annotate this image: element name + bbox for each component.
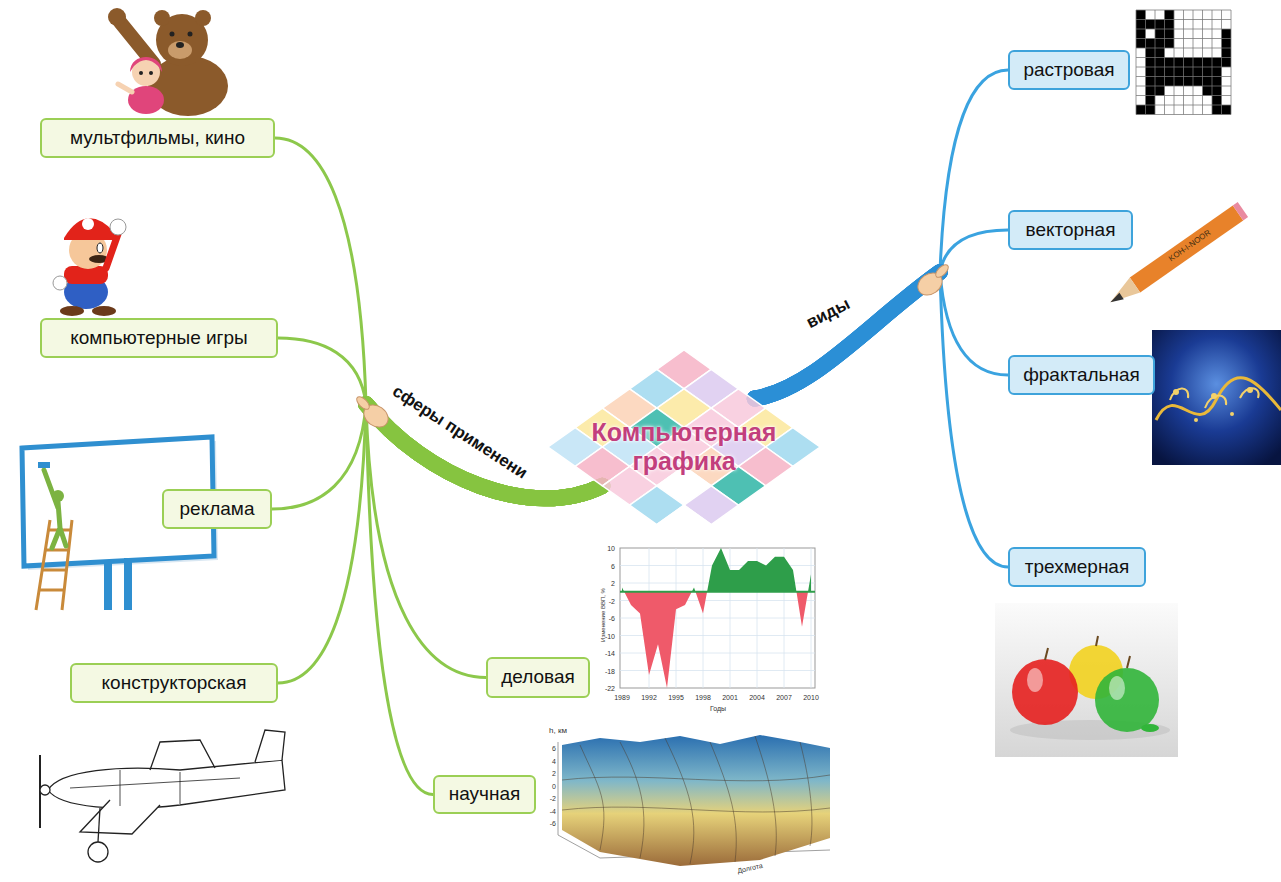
pixel-cat xyxy=(1136,10,1231,115)
chart-label: 6 xyxy=(611,562,615,569)
branch-connector xyxy=(755,230,1008,399)
branch-topic: растровая xyxy=(1008,50,1130,90)
branch-line xyxy=(940,272,1008,567)
branch-trunk xyxy=(755,272,940,399)
branch-connector xyxy=(755,272,1008,567)
branch-line xyxy=(940,70,1008,272)
branch-line xyxy=(278,404,366,683)
chart-label: 10 xyxy=(607,545,615,552)
branch-label: сферы применени xyxy=(390,382,531,482)
chart-label: 2 xyxy=(611,580,615,587)
branch-topic: деловая xyxy=(486,657,590,698)
branch-topic: компьютерные игры xyxy=(40,318,278,358)
topic-text: деловая xyxy=(501,666,575,689)
chart-label: -6 xyxy=(609,615,615,622)
central-topic: Компьютерная графика xyxy=(548,350,820,544)
branch-trunk xyxy=(755,272,940,399)
topic-title: Компьютерная графика xyxy=(584,418,784,476)
airplane-drawing xyxy=(40,730,285,862)
pointing-hand xyxy=(914,263,951,300)
branch-topic: мультфильмы, кино xyxy=(40,118,275,158)
mario-figure xyxy=(53,218,126,316)
branch-trunk xyxy=(755,272,940,399)
chart-label: h, км xyxy=(549,727,567,735)
diamond-tile xyxy=(657,505,711,544)
topic-text: реклама xyxy=(180,498,255,521)
branch-topic: фрактальная xyxy=(1008,355,1155,395)
business-chart xyxy=(620,548,815,688)
branch-trunk xyxy=(755,272,940,399)
apples-picture xyxy=(995,603,1178,757)
branch-connector xyxy=(278,338,602,498)
chart-label: -4 xyxy=(550,807,556,814)
chart-label: Изменение ВВП, % xyxy=(600,588,606,642)
chart-label: 2004 xyxy=(749,694,765,701)
chart-label: 6 xyxy=(552,745,556,752)
branch-topic: конструкторская xyxy=(70,663,278,703)
chart-label: 1995 xyxy=(668,694,684,701)
branch-line xyxy=(275,138,366,404)
fractal-picture xyxy=(1152,330,1281,465)
branch-line xyxy=(366,404,433,795)
chart-label: 2010 xyxy=(803,694,819,701)
chart-label: 1992 xyxy=(641,694,657,701)
chart-label: -22 xyxy=(605,685,615,692)
topic-text: трехмерная xyxy=(1025,556,1129,579)
branch-label: виды xyxy=(804,295,853,331)
branch-connector xyxy=(278,404,602,683)
branch-line xyxy=(940,272,1008,375)
branch-connector xyxy=(366,404,602,795)
chart-label: 2 xyxy=(552,770,556,777)
topic-text: мультфильмы, кино xyxy=(70,127,245,150)
branch-connector xyxy=(275,138,602,498)
branch-topic: реклама xyxy=(162,489,272,529)
surface-plot xyxy=(558,735,830,866)
chart-label: 0 xyxy=(552,782,556,789)
chart-label: -6 xyxy=(550,820,556,827)
branch-topic: научная xyxy=(433,775,536,814)
topic-text: конструкторская xyxy=(102,672,247,695)
chart-label: -14 xyxy=(605,650,615,657)
branch-line xyxy=(278,338,366,404)
topic-text: растровая xyxy=(1023,59,1114,82)
branch-connector xyxy=(755,272,1008,399)
branch-line xyxy=(272,404,366,509)
topic-text: векторная xyxy=(1026,219,1116,242)
chart-label: -10 xyxy=(605,632,615,639)
chart-label: Годы xyxy=(710,705,726,712)
topic-text: научная xyxy=(449,783,521,806)
pointing-hand xyxy=(355,395,393,432)
chart-label: -2 xyxy=(609,597,615,604)
chart-label: 2007 xyxy=(776,694,792,701)
chart-label: -2 xyxy=(550,795,556,802)
branch-connector xyxy=(755,70,1008,399)
topic-text: фрактальная xyxy=(1023,364,1140,387)
topic-text: компьютерные игры xyxy=(70,327,248,350)
branch-line xyxy=(940,230,1008,272)
chart-label: Долгота xyxy=(737,862,764,874)
chart-label: 2001 xyxy=(722,694,738,701)
chart-label: 1998 xyxy=(695,694,711,701)
branch-topic: трехмерная xyxy=(1008,547,1146,587)
chart-label: -18 xyxy=(605,667,615,674)
branch-topic: векторная xyxy=(1008,210,1133,250)
chart-label: 1989 xyxy=(614,694,630,701)
masha-and-bear xyxy=(108,8,228,116)
chart-label: 4 xyxy=(552,757,556,764)
